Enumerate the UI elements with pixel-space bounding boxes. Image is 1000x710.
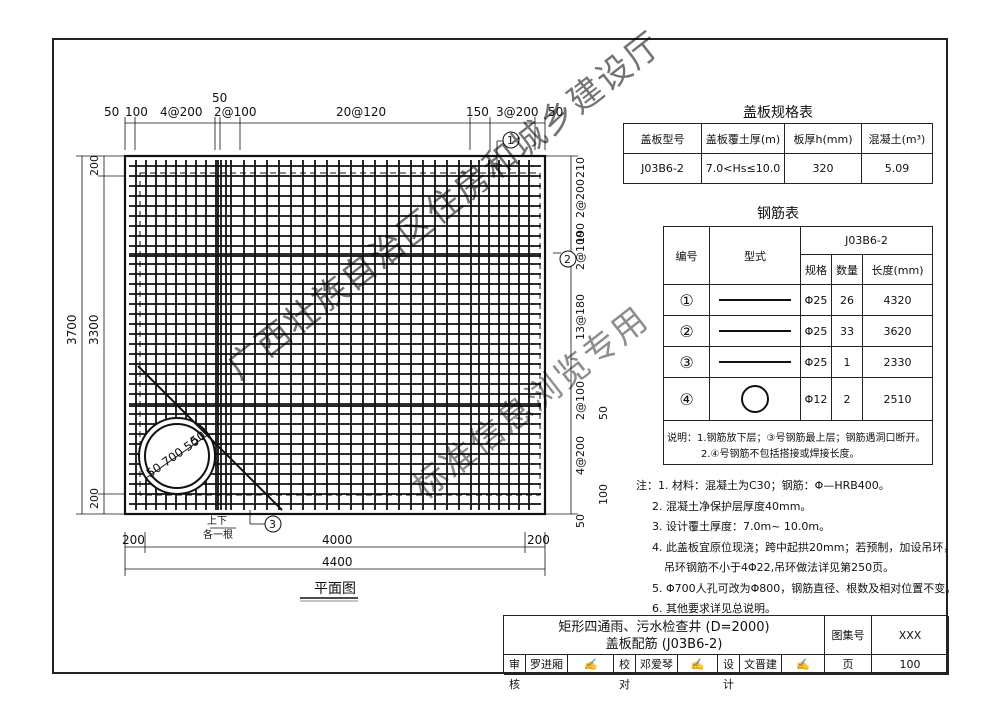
- svg-text:4@200: 4@200: [160, 105, 203, 119]
- svg-text:210: 210: [574, 157, 587, 178]
- svg-text:3700: 3700: [65, 314, 79, 345]
- rebar-table-title: 钢筋表: [757, 206, 799, 222]
- circle-dim-line: [145, 433, 210, 479]
- svg-text:190: 190: [574, 223, 587, 244]
- callout-1: 1: [507, 134, 514, 147]
- callout-2: 2: [564, 253, 571, 266]
- ge-yi-gen-label: 各一根: [203, 528, 233, 541]
- general-notes: 注：1. 材料：混凝土为C30；钢筋：Φ—HRB400。 2. 混凝土净保护层厚…: [636, 479, 957, 615]
- svg-text:200: 200: [122, 533, 145, 547]
- callout-3-circle: [264, 515, 282, 533]
- manhole-inner: [144, 423, 210, 489]
- svg-text:200: 200: [527, 533, 550, 547]
- svg-text:150: 150: [466, 105, 489, 119]
- drawing-title: 矩形四通雨、污水检查井 (D=2000) 盖板配筋 (J03B6-2): [504, 616, 825, 655]
- spec-table-title: 盖板规格表: [743, 105, 813, 121]
- svg-text:100: 100: [125, 105, 148, 119]
- svg-text:20@120: 20@120: [336, 105, 386, 119]
- svg-text:50: 50: [548, 105, 563, 119]
- svg-text:2@100: 2@100: [574, 381, 587, 420]
- svg-text:50: 50: [574, 514, 587, 528]
- svg-text:50: 50: [597, 406, 610, 420]
- shang-xia-label: 上下: [207, 515, 227, 527]
- svg-text:4400: 4400: [322, 555, 353, 569]
- svg-text:50: 50: [104, 105, 119, 119]
- svg-text:4000: 4000: [322, 533, 353, 547]
- svg-text:3@200: 3@200: [496, 105, 539, 119]
- svg-text:3300: 3300: [87, 314, 101, 345]
- svg-text:2@100: 2@100: [574, 231, 587, 270]
- svg-text:2@100: 2@100: [214, 105, 257, 119]
- svg-text:200: 200: [88, 488, 101, 509]
- top-dim-ticks: [124, 117, 546, 150]
- svg-text:50: 50: [212, 91, 227, 105]
- rebar-grid: [129, 160, 541, 510]
- svg-text:200: 200: [88, 155, 101, 176]
- svg-text:13@180: 13@180: [574, 294, 587, 340]
- svg-text:2@200: 2@200: [574, 179, 587, 218]
- rebar-3-diagonal: [137, 365, 283, 511]
- svg-text:100: 100: [597, 484, 610, 505]
- drawing-frame: [52, 38, 948, 674]
- callout-2-circle: [559, 250, 577, 268]
- callout-1-circle: [502, 131, 520, 149]
- spec-table: 盖板型号 盖板覆土厚(m) 板厚h(mm) 混凝土(m³) J03B6-2 7.…: [623, 123, 933, 184]
- rebar-note: 说明：1.钢筋放下层；③号钢筋最上层；钢筋遇洞口断开。 2.④号钢筋不包括搭接或…: [667, 433, 926, 460]
- slab-outline: [123, 154, 547, 516]
- svg-text:4@200: 4@200: [574, 436, 587, 475]
- plan-title: 平面图: [314, 581, 356, 597]
- title-block: 矩形四通雨、污水检查井 (D=2000) 盖板配筋 (J03B6-2) 图集号 …: [503, 615, 949, 691]
- callout-3: 3: [269, 518, 276, 531]
